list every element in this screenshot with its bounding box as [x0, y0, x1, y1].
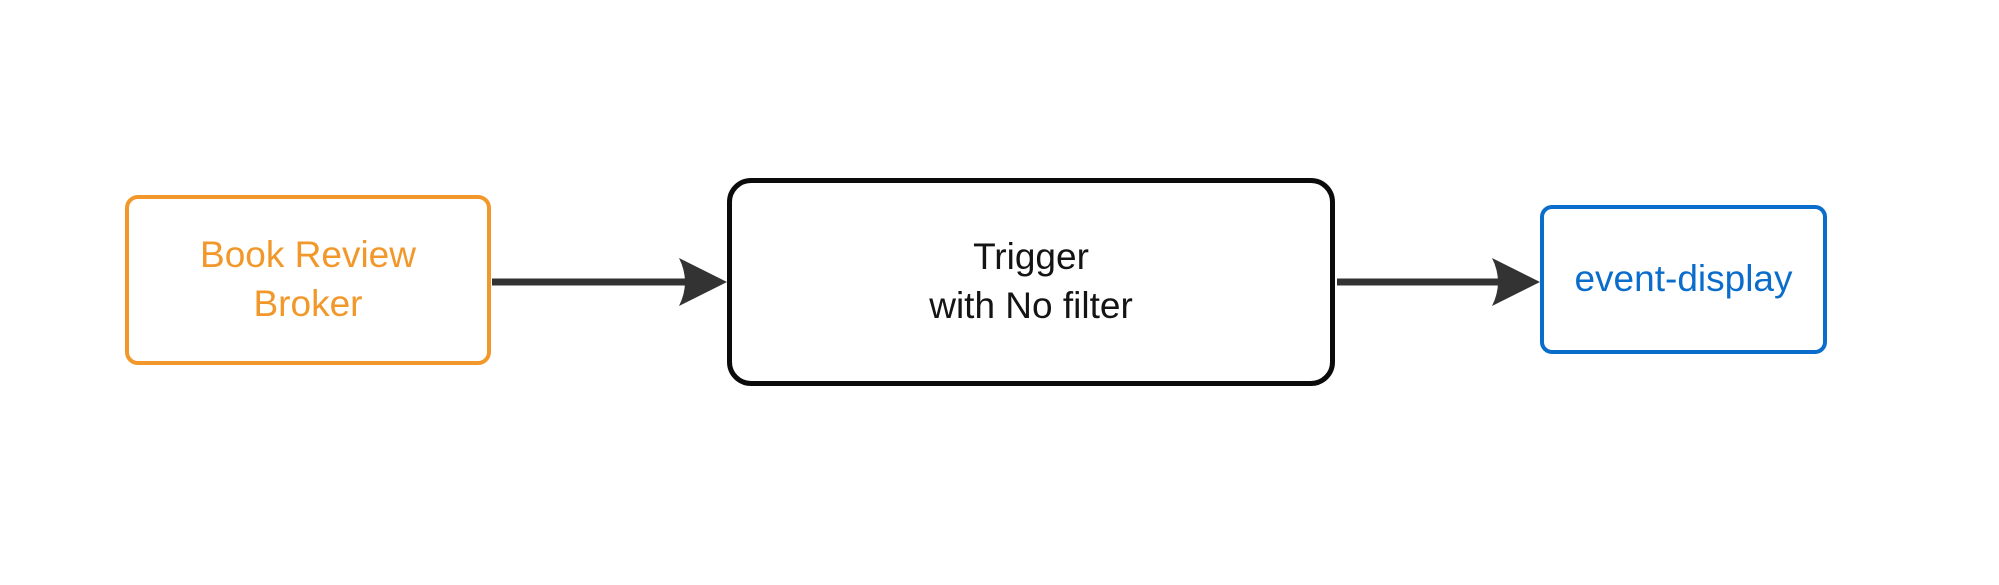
event-display-node[interactable]: event-display — [1540, 205, 1827, 354]
book-review-broker-label-line-2: Broker — [253, 283, 363, 324]
event-display-label: event-display — [1574, 258, 1793, 300]
book-review-broker-label-line-1: Book Review — [200, 234, 416, 276]
edge-broker-to-trigger — [492, 258, 727, 306]
trigger-label-line-1: Trigger — [973, 236, 1089, 278]
edge-trigger-to-event-display — [1337, 258, 1540, 306]
trigger-node[interactable]: Trigger with No filter — [727, 178, 1335, 386]
trigger-label-line-2: with No filter — [929, 285, 1133, 326]
book-review-broker-node[interactable]: Book Review Broker — [125, 195, 491, 365]
